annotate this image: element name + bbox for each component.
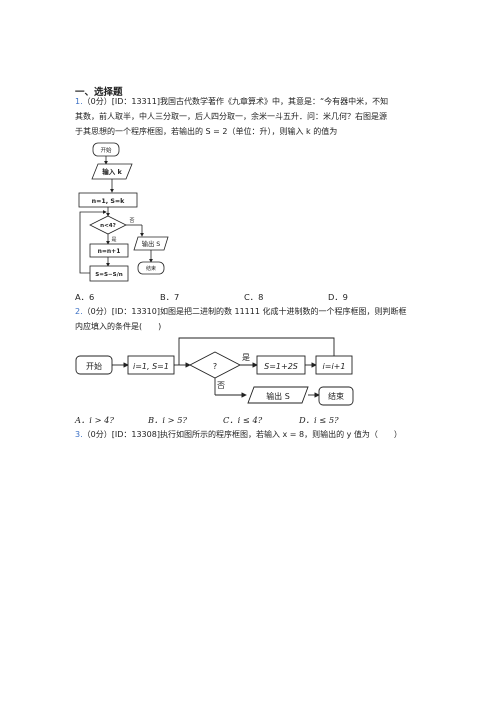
flow1-update-n-box (89, 243, 129, 258)
flow1-init-label: n=1, S=k (92, 198, 126, 205)
question-1-line-1: 1.（0分）[ID：13311]我国古代数学著作《九章算术》中，其意是：“今有器… (75, 96, 388, 108)
question-2-option-a[interactable]: A．i > 4? (75, 415, 114, 425)
flow1-end-label: 结束 (146, 265, 156, 272)
flowchart-2: 开始 i=1, S=1 ? 是 S=1+2S i=i+1 否 输出 S 结束 (75, 337, 354, 406)
question-2-option-d[interactable]: D．i ≤ 5? (299, 415, 339, 425)
flow1-end-box (137, 261, 165, 275)
flow2-output-label: 输出 S (266, 391, 290, 401)
flow2-body-label: S=1+2S (264, 362, 298, 371)
flow1-output-box (133, 236, 169, 251)
question-2-option-c[interactable]: C．i ≤ 4? (223, 415, 263, 425)
question-1-line-3: 于其思想的一个程序框图，若输出的 S = 2（单位：升），则输入 k 的值为 (75, 127, 338, 136)
question-1-option-b[interactable]: B．7 (160, 292, 180, 302)
question-3-number: 3. (75, 430, 83, 439)
flow2-end-box (318, 386, 354, 406)
flow1-output-label: 输出 S (142, 239, 161, 248)
flow1-yes-label: 是 (111, 237, 116, 243)
flow1-update-n-label: n=n+1 (98, 248, 121, 255)
flow2-end-label: 结束 (328, 391, 344, 401)
question-1-option-c[interactable]: C．8 (244, 292, 264, 302)
question-2-line-2: 内应填入的条件是( ) (75, 322, 162, 331)
flow1-decision-label: n<4? (100, 223, 116, 229)
flow2-no-label: 否 (217, 381, 225, 390)
question-2-number: 2. (75, 307, 83, 316)
flow2-decision-label: ? (213, 362, 217, 371)
flow1-no-label: 否 (129, 218, 134, 224)
flow2-inc-label: i=i+1 (323, 362, 346, 371)
question-3-line-1: 3.（0分）[ID：13308]执行如图所示的程序框图，若输入 x = 8，则输… (75, 429, 402, 441)
flow1-input-box (91, 163, 133, 180)
flow1-update-s-box (89, 265, 129, 282)
question-2-text-1: （0分）[ID：13310]如图是把二进制的数 11111 化成十进制数的一个程… (82, 307, 407, 316)
section-title: 一、选择题 (75, 87, 123, 98)
question-1-number: 1. (75, 97, 83, 106)
flow2-output-box (247, 386, 309, 404)
question-2-line-1: 2.（0分）[ID：13310]如图是把二进制的数 11111 化成十进制数的一… (75, 306, 406, 318)
question-1-text-1: （0分）[ID：13311]我国古代数学著作《九章算术》中，其意是：“今有器中米… (82, 97, 389, 106)
question-1-option-d[interactable]: D．9 (328, 292, 348, 302)
flow1-input-label: 输入 k (102, 167, 122, 176)
flow2-start-label: 开始 (86, 361, 102, 371)
flow2-loop-line (178, 337, 335, 365)
flow2-yes-label: 是 (242, 353, 250, 362)
flow1-update-s-label: S=S−S/n (95, 272, 123, 278)
flowchart-1: 开始 输入 k n=1, S=k n<4? 否 是 n=n+1 S=S−S/n … (78, 142, 169, 282)
flow2-init-label: i=1, S=1 (133, 362, 169, 371)
flow1-start-label: 开始 (100, 146, 112, 154)
question-3-text-1: （0分）[ID：13308]执行如图所示的程序框图，若输入 x = 8，则输出的… (82, 430, 402, 439)
question-1-line-2: 其数，前人取半，中人三分取一，后人四分取一，余米一斗五升．问：米几何？右图是源 (75, 112, 387, 121)
question-1-option-a[interactable]: A．6 (75, 292, 95, 302)
question-2-option-b[interactable]: B．i > 5? (148, 415, 188, 425)
